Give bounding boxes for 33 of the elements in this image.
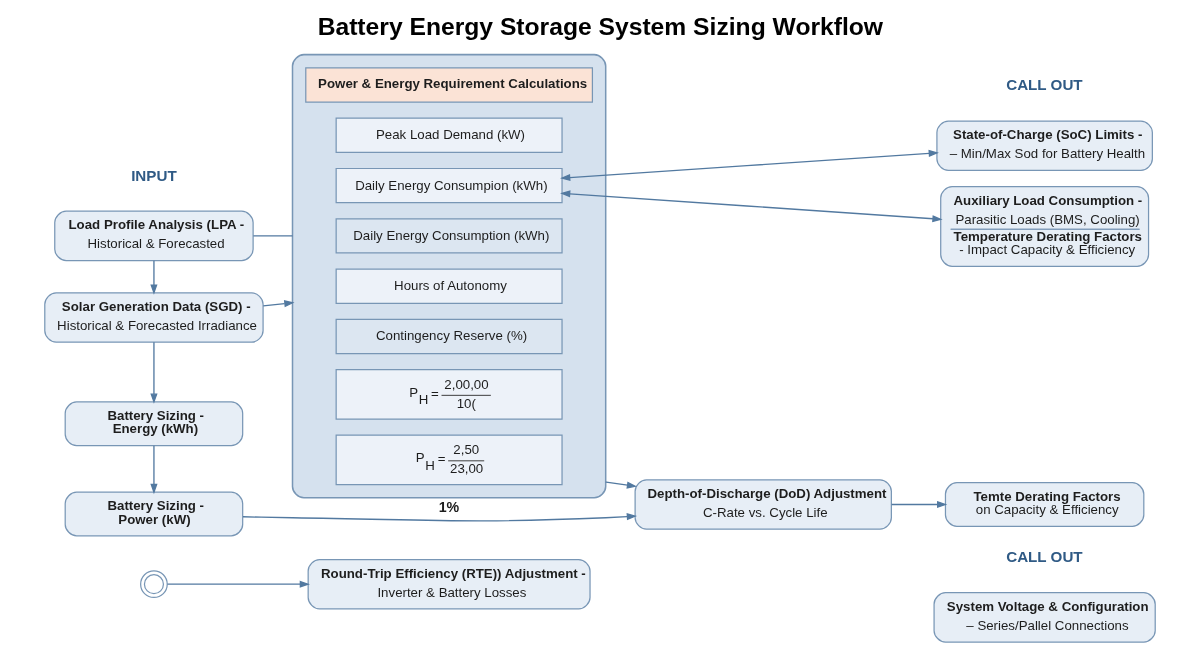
arrow [560, 149, 939, 182]
edge-label: 1% [438, 499, 460, 516]
node-box: Battery Sizing - Energy (kWh) [64, 401, 244, 447]
node-box: Round-Trip Efficiency (RTE)) Adjustment - Inverter & Battery Losses [307, 558, 591, 610]
node-box: Temte Derating Factors on Capacity & Efficiency [944, 482, 1145, 527]
node-box: Daily Energy Consumption (kWh) [335, 218, 563, 254]
arrow [150, 341, 158, 404]
cluster [291, 53, 607, 499]
arrow [242, 513, 637, 522]
diagram-title: Battery Energy Storage System Sizing Workflow [317, 12, 884, 40]
node-box: Peak Load Demand (kW) [335, 117, 563, 153]
label: CALL OUT [1006, 548, 1083, 566]
connector [252, 235, 294, 237]
node-box: System Voltage & Configuration – Series/Pallel Connections [933, 592, 1156, 643]
node-box: Solar Generation Data (SGD) - Historical & Forecasted Irradiance [44, 292, 264, 343]
node-box: Depth-of-Discharge (DoD) Adjustment C-Rate vs. Cycle Life [634, 479, 892, 530]
node-box: Hours of Autonomy [335, 268, 563, 304]
node-box: Contingency Reserve (%) [335, 318, 563, 355]
arrow [166, 580, 310, 588]
arrow [150, 260, 158, 295]
node-box: Daily Energy Consumpion (kWh) [335, 167, 563, 204]
arrow [560, 190, 943, 223]
arrow [150, 445, 158, 495]
node-box: Load Profile Analysis (LPA - Historical & Forecasted [54, 210, 254, 262]
node-box: Power & Energy Requirement Calculations [305, 67, 594, 103]
label: CALL OUT [1006, 76, 1083, 94]
node-box: State-of-Charge (SoC) Limits - – Min/Max Sod for Battery Health [936, 120, 1153, 171]
arrow [891, 500, 948, 509]
label: INPUT [131, 166, 177, 184]
node-box: Battery Sizing - Power (kW) [64, 491, 244, 537]
arrow [605, 481, 638, 489]
arrow [262, 300, 295, 308]
node-box: Auxiliary Load Consumption - Parasitic Loads (BMS, Cooling) Temperature Derating Factors - Impact Capacity & Efficiency [940, 185, 1150, 267]
